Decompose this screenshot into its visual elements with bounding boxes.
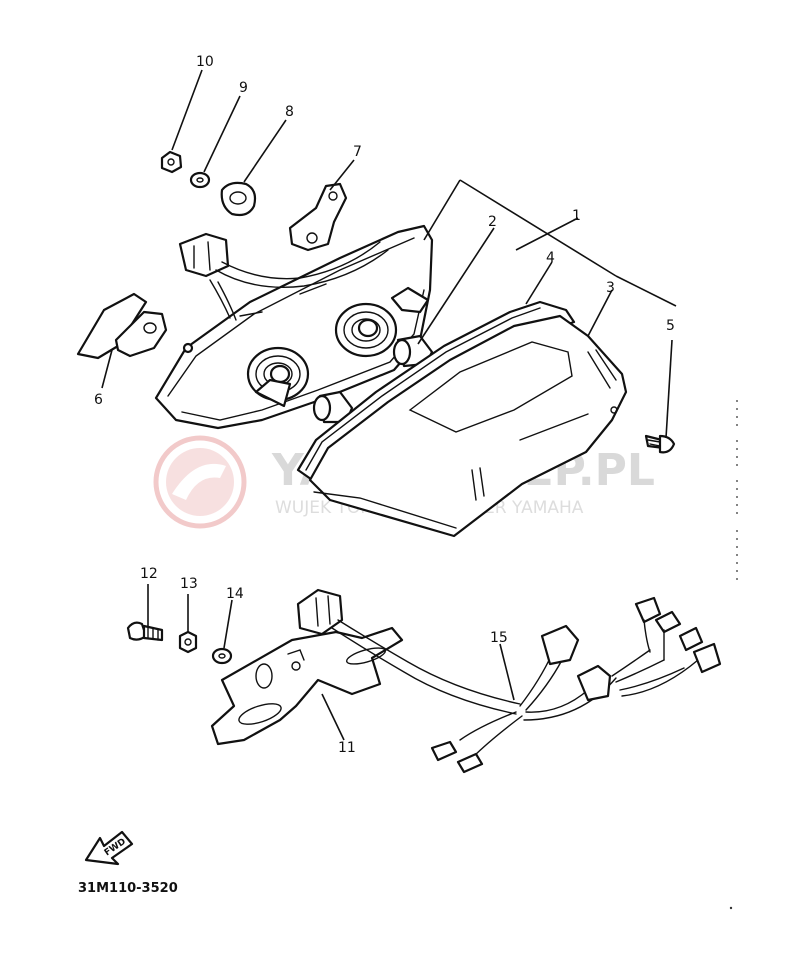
part-6-bracket: [76, 292, 168, 360]
watermark-logo-icon: [153, 435, 247, 529]
part-10-nut: [160, 150, 183, 174]
part-9-washer: [189, 171, 211, 189]
callout-2: 2: [488, 214, 497, 230]
part-13-nut: [178, 630, 198, 654]
callout-8: 8: [285, 104, 294, 120]
part-2-bulb-second: [312, 390, 354, 424]
callout-15: 15: [490, 630, 508, 646]
scan-marks: [729, 400, 738, 910]
callout-3: 3: [606, 280, 615, 296]
part-8-grommet: [220, 181, 257, 217]
callout-1: 1: [572, 208, 581, 224]
callout-13: 13: [180, 576, 198, 592]
part-7-bracket: [288, 182, 348, 252]
leader-lines: [101, 69, 677, 741]
callout-6: 6: [94, 392, 103, 408]
bulb-socket-right: [334, 302, 398, 358]
taillight-base-housing: [154, 224, 434, 430]
callout-9: 9: [239, 80, 248, 96]
part-12-bolt: [126, 621, 164, 642]
housing-wire-connector: [178, 232, 389, 321]
diagram-code: 31M110-3520: [78, 881, 178, 896]
callout-5: 5: [666, 318, 675, 334]
part-14-washer: [211, 647, 233, 665]
part-2-bulb: [392, 334, 434, 368]
part-15-wire-harness: [296, 588, 722, 774]
callout-10: 10: [196, 54, 214, 70]
callout-labels: 10 9 8 7 6 2 1 4 3 5 12 13 14 15 11: [94, 54, 675, 756]
part-11-bracket: [210, 626, 404, 746]
part-3-lens: [308, 314, 628, 538]
callout-4: 4: [546, 250, 555, 266]
fwd-arrow: FWD: [84, 830, 134, 866]
callout-7: 7: [353, 144, 362, 160]
part-5-screw: [644, 434, 676, 454]
callout-11: 11: [338, 740, 356, 756]
callout-12: 12: [140, 566, 158, 582]
callout-14: 14: [226, 586, 244, 602]
